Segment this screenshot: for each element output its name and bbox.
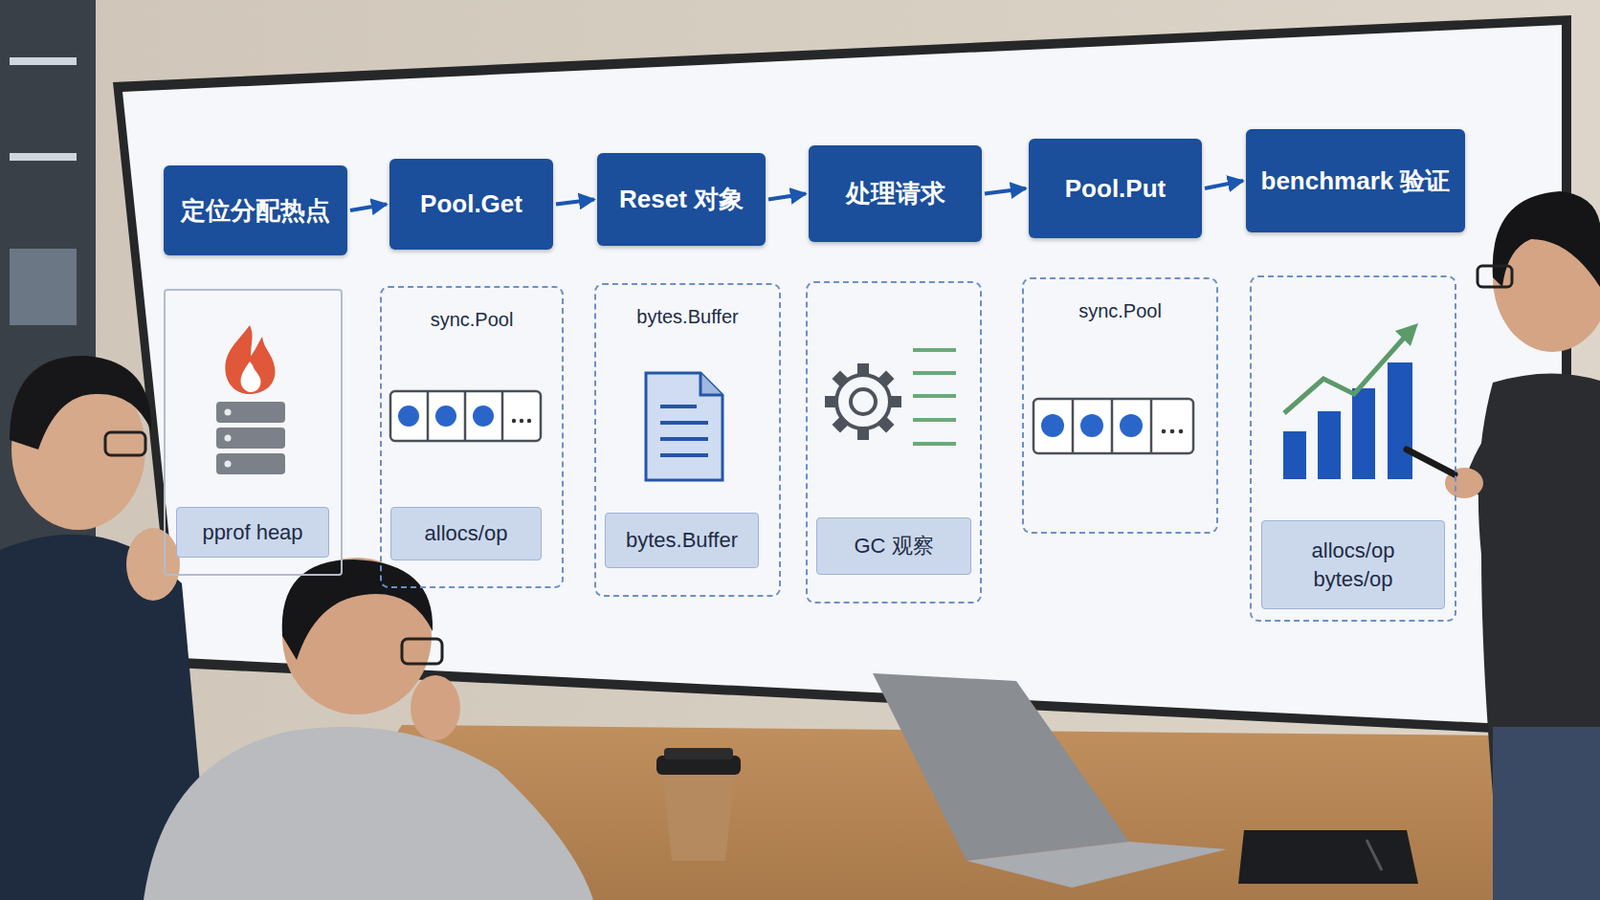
metric-tag: bytes.Buffer: [604, 512, 759, 569]
flow-arrow: [768, 194, 806, 200]
node-label: 处理请求: [845, 177, 946, 211]
server-icon: [216, 453, 286, 475]
node-label: GC 观察: [853, 532, 934, 561]
server-led: [224, 461, 232, 468]
flow-arrow: [1204, 180, 1244, 189]
node-label: 定位分配热点: [180, 194, 331, 228]
gear-icon: [824, 363, 902, 441]
laptop: [872, 673, 1227, 889]
detail-panel: bytes.Buffer bytes.Buffer: [594, 283, 781, 598]
process-box: 处理请求: [808, 145, 982, 243]
node-label: allocs/op bytes/op: [1280, 536, 1426, 594]
flow-arrow: [555, 200, 595, 205]
detail-panel: allocs/op bytes/op: [1249, 275, 1457, 623]
server-led: [224, 435, 232, 443]
process-box: 定位分配热点: [163, 165, 348, 256]
window-light: [9, 153, 77, 161]
flame-icon: [224, 325, 275, 395]
detail-panel: GC 观察: [805, 281, 982, 604]
process-box: Pool.Get: [389, 158, 554, 250]
document-icon: [645, 373, 723, 481]
process-box: Reset 对象: [597, 153, 766, 246]
process-box: benchmark 验证: [1245, 129, 1466, 233]
detail-panel: sync.Pool allocs/op: [379, 286, 564, 589]
window-light: [9, 57, 77, 66]
node-label: Pool.Get: [420, 189, 523, 220]
node-label: pprof heap: [201, 518, 303, 548]
node-label: bytes.Buffer: [625, 526, 738, 556]
server-icon: [216, 401, 286, 423]
process-box: Pool.Put: [1028, 138, 1202, 239]
pool-icon: [1033, 399, 1194, 454]
metric-tag: pprof heap: [176, 507, 330, 558]
pool-icon: [390, 391, 541, 442]
flow-arrow: [350, 204, 387, 212]
metric-tag: allocs/op: [390, 507, 542, 561]
server-led: [224, 409, 232, 417]
panel-heading: bytes.Buffer: [596, 306, 779, 329]
notebook: [1238, 830, 1419, 885]
screen-frame: [112, 15, 1572, 737]
node-label: Pool.Put: [1065, 174, 1166, 204]
screen: [122, 24, 1562, 728]
log-lines-icon: [912, 350, 956, 445]
node-label: benchmark 验证: [1261, 164, 1451, 199]
coffee-cup: [656, 748, 741, 862]
metric-tag: allocs/op bytes/op: [1261, 520, 1445, 610]
bar-chart-icon: [1283, 323, 1419, 480]
panel-heading: sync.Pool: [1023, 300, 1217, 323]
flame-core: [240, 361, 261, 393]
panel-heading: sync.Pool: [381, 309, 562, 332]
server-icon: [216, 427, 286, 449]
window-view: [9, 248, 77, 326]
node-label: allocs/op: [424, 519, 509, 549]
detail-panel: sync.Pool: [1022, 277, 1219, 534]
metric-tag: GC 观察: [816, 517, 972, 576]
detail-panel: pprof heap: [163, 288, 343, 577]
node-label: Reset 对象: [619, 182, 744, 217]
person-front: [143, 557, 594, 900]
flow-arrow: [984, 188, 1026, 195]
